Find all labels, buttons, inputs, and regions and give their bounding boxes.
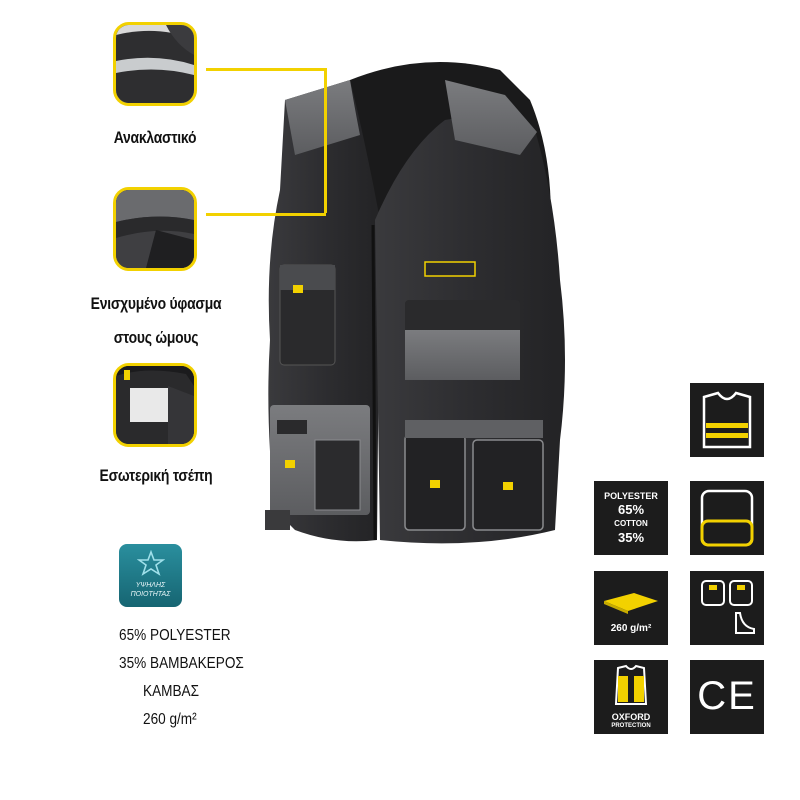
- inner-pocket-caption: Εσωτερική τσέπη: [99, 466, 213, 485]
- fabric-composition-icon: POLYESTER 65% COTTON 35%: [594, 481, 668, 555]
- connector-line-reflective: [206, 68, 326, 71]
- multiple-pockets-icon: [690, 571, 764, 645]
- composition-cotton-pct: 35%: [617, 530, 645, 545]
- composition-polyester-pct: 65%: [617, 502, 645, 517]
- connector-line-reinforced: [206, 213, 326, 216]
- ce-mark-label: CE: [697, 674, 757, 718]
- reinforced-shoulders-caption-line1: Ενισχυμένο ύφασμα: [90, 294, 222, 313]
- connector-line-reflective-vertical: [324, 68, 327, 213]
- oxford-protection-icon: OXFORD PROTECTION: [594, 660, 668, 734]
- composition-polyester-label: POLYESTER: [604, 491, 658, 501]
- reflective-vest-icon: [690, 383, 764, 457]
- spec-canvas: ΚΑΜΒΑΣ: [143, 683, 200, 700]
- composition-cotton-label: COTTON: [614, 519, 648, 528]
- large-pocket-icon: [690, 481, 764, 555]
- spec-polyester: 65% POLYESTER: [119, 627, 231, 644]
- badge-text-line2: ΠΟΙΟΤΗΤΑΣ: [130, 591, 171, 598]
- reflective-caption: Ανακλαστικό: [113, 128, 197, 147]
- spec-weight: 260 g/m²: [143, 711, 197, 728]
- star-icon: [137, 550, 165, 576]
- fabric-weight-icon: 260 g/m²: [594, 571, 668, 645]
- oxford-sublabel: PROTECTION: [611, 723, 651, 729]
- ce-mark-icon: CE: [690, 660, 764, 734]
- fabric-weight-label: 260 g/m²: [610, 623, 652, 634]
- spec-cotton: 35% ΒΑΜΒΑΚΕΡΟΣ: [119, 655, 244, 672]
- inner-pocket-thumbnail: [113, 363, 197, 447]
- high-quality-badge: ΥΨΗΛΗΣ ΠΟΙΟΤΗΤΑΣ: [119, 544, 182, 607]
- reinforced-shoulders-caption-line2: στους ώμους: [113, 328, 199, 347]
- oxford-label: OXFORD: [611, 712, 651, 722]
- badge-text-line1: ΥΨΗΛΗΣ: [135, 582, 166, 589]
- reflective-detail-thumbnail: [113, 22, 197, 106]
- vest-product-image: [265, 62, 565, 544]
- shoulder-reinforcement-thumbnail: [113, 187, 197, 271]
